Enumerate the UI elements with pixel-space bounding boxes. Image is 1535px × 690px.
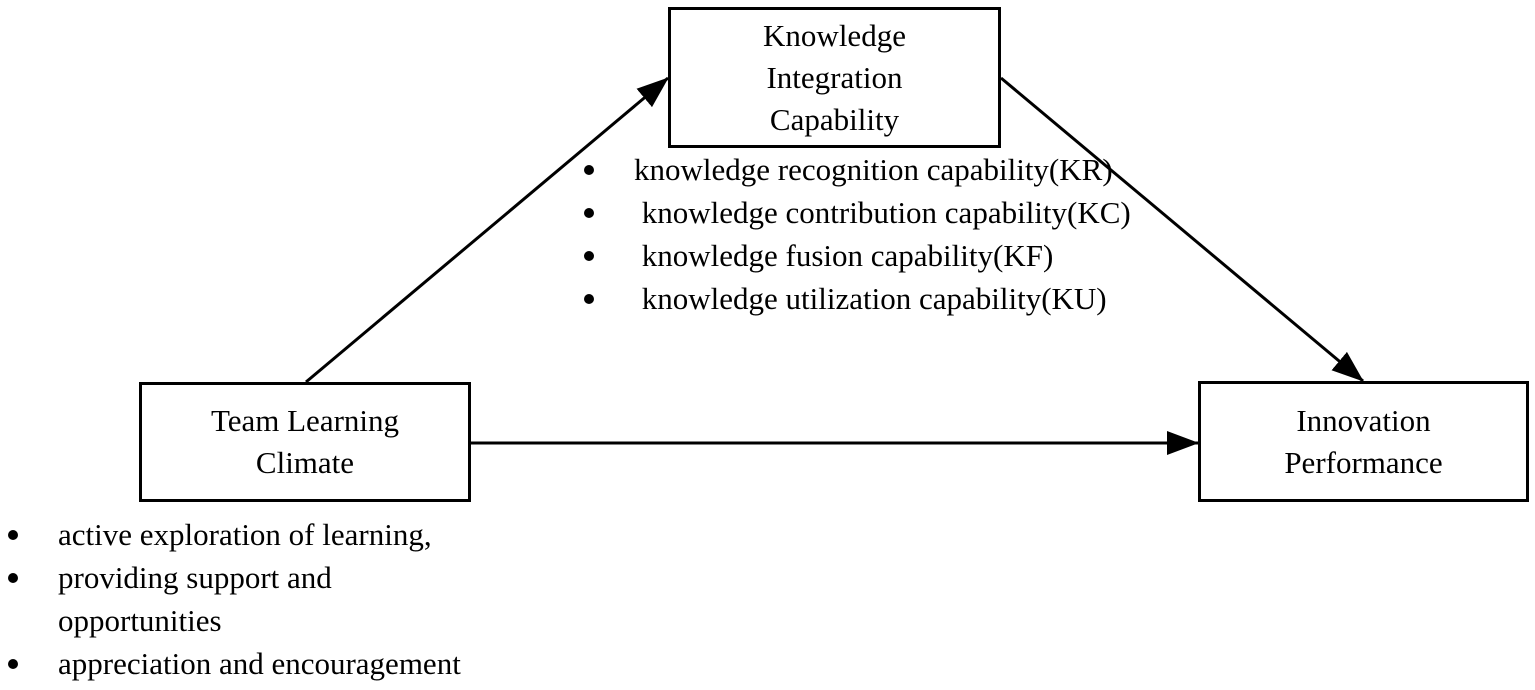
list-item: knowledge utilization capability(KU)	[580, 277, 1140, 320]
edge-tlc-to-kic	[305, 76, 669, 384]
list-item: providing support and opportunities	[2, 556, 498, 642]
innovation-performance-label: Innovation Performance	[1284, 402, 1443, 480]
bullet-icon	[8, 659, 18, 669]
knowledge-integration-capability-label: Knowledge Integration Capability	[763, 17, 906, 137]
innovation-performance-box: Innovation Performance	[1198, 381, 1529, 502]
knowledge-integration-dimension-list: knowledge recognition capability(KR) kno…	[580, 148, 1140, 320]
edge-kic-to-ip	[1000, 76, 1364, 383]
list-item: knowledge fusion capability(KF)	[580, 234, 1140, 277]
bullet-icon	[8, 530, 18, 540]
team-learning-climate-dimension-list: active exploration of learning, providin…	[2, 513, 562, 685]
list-item: active exploration of learning,	[2, 513, 562, 556]
list-item: knowledge recognition capability(KR)	[580, 148, 1140, 191]
team-learning-climate-box: Team Learning Climate	[139, 382, 471, 502]
list-item: knowledge contribution capability(KC)	[580, 191, 1140, 234]
bullet-icon	[584, 251, 594, 261]
team-learning-climate-label: Team Learning Climate	[210, 403, 400, 480]
bullet-icon	[584, 208, 594, 218]
bullet-icon	[584, 294, 594, 304]
list-item: appreciation and encouragement	[2, 642, 562, 685]
bullet-icon	[8, 573, 18, 583]
bullet-icon	[584, 165, 594, 175]
knowledge-integration-capability-box: Knowledge Integration Capability	[668, 7, 1001, 148]
